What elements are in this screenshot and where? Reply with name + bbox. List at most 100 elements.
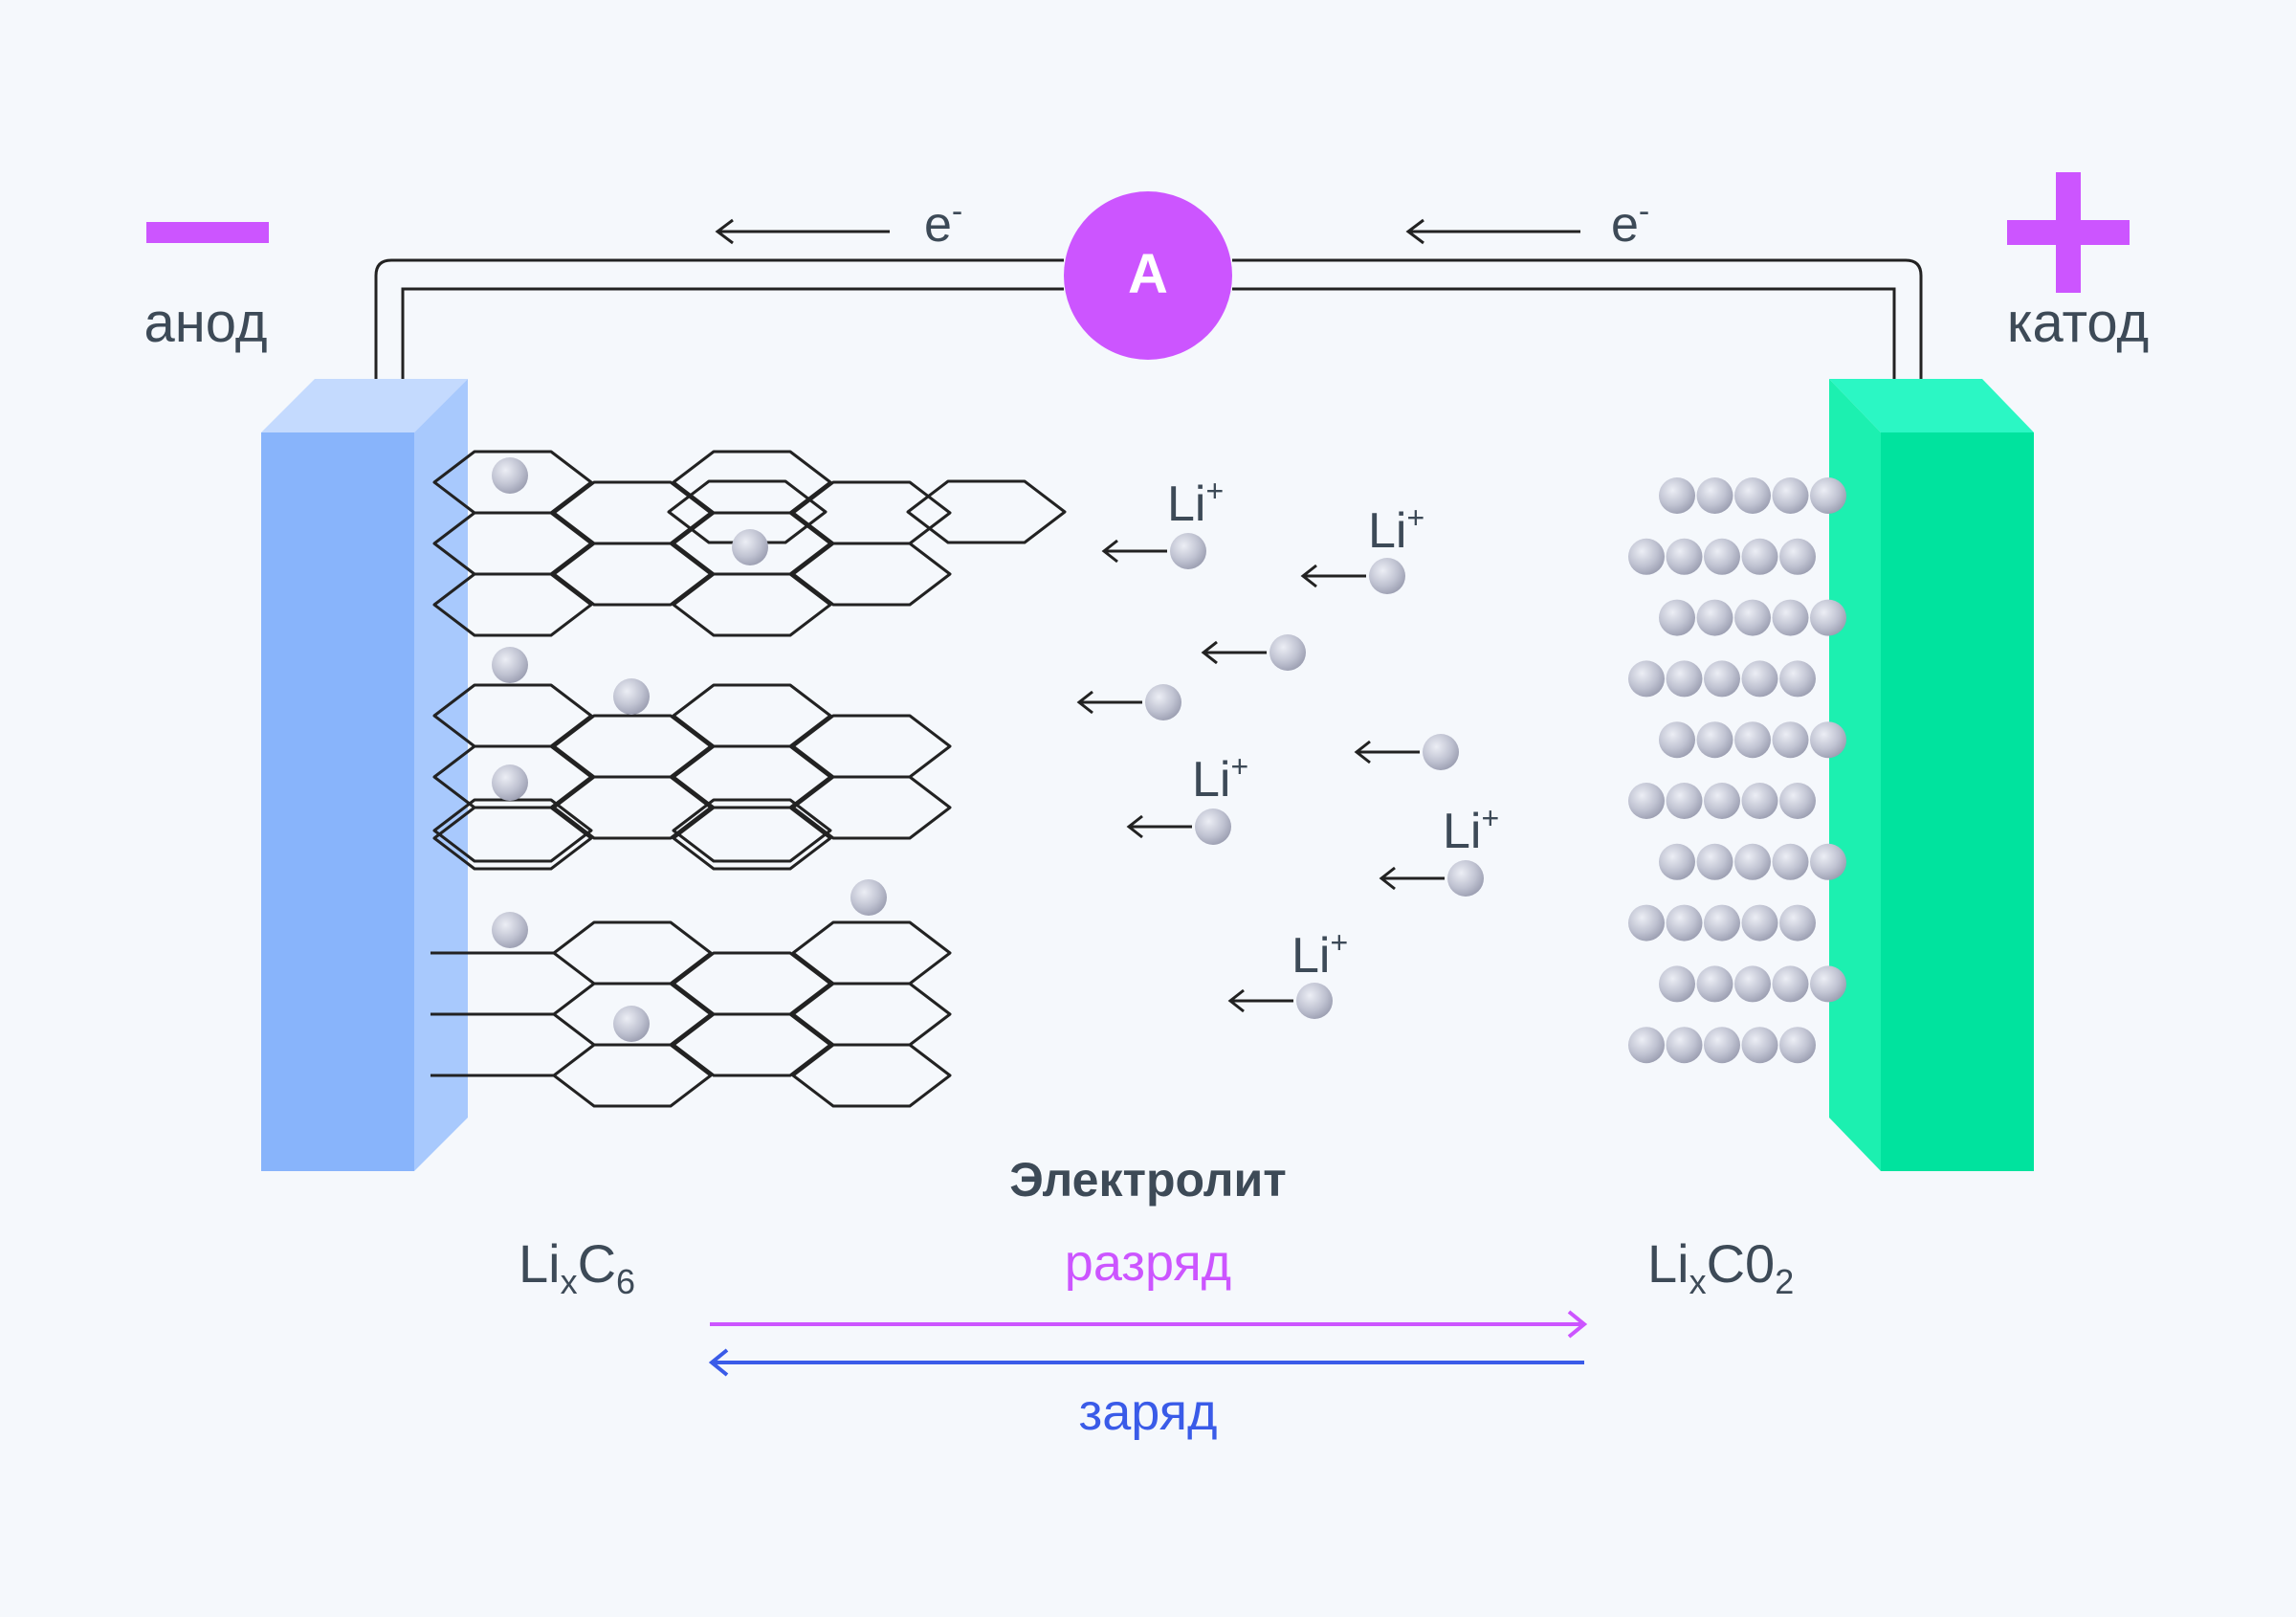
minus-sign (146, 222, 269, 243)
external-circuit (374, 258, 1923, 402)
graphite-hexagon (552, 542, 713, 607)
lithium-ion (1666, 783, 1703, 819)
lithium-ion (1447, 860, 1484, 897)
graphite-hexagon (791, 1043, 952, 1108)
lithium-ion (1369, 558, 1405, 594)
electron-flow-left: e- (715, 193, 962, 253)
lithium-ion (492, 764, 528, 801)
ammeter-label: A (1128, 243, 1168, 305)
lithium-ion (1779, 660, 1816, 698)
lithium-ion (850, 879, 887, 916)
lithium-ion (1628, 904, 1665, 941)
lithium-ion (1704, 660, 1740, 698)
cathode-lithium-layers (1628, 477, 1846, 1064)
graphite-hexagon (432, 572, 593, 637)
lithium-ion (1772, 965, 1809, 1003)
lithium-ion (492, 457, 528, 494)
graphite-hexagon (432, 806, 593, 871)
lithium-ion (1666, 904, 1703, 941)
svg-text:Li+: Li+ (1192, 749, 1248, 808)
lithium-ion (732, 529, 768, 565)
lithium-ion (1810, 599, 1846, 636)
graphite-hexagon (672, 798, 832, 863)
plus-sign (2007, 172, 2130, 293)
lithium-ion (1704, 904, 1740, 941)
lithium-ion (1696, 965, 1733, 1003)
lithium-ion (1195, 808, 1231, 845)
graphite-hexagon (906, 479, 1067, 544)
electron-charge: - (952, 193, 962, 230)
ion-label: Li (1368, 503, 1406, 559)
lithium-ion (492, 647, 528, 683)
lithium-ion (613, 1006, 650, 1042)
lithium-ion (1741, 538, 1778, 575)
cathode-electrode (1829, 379, 2034, 1171)
lithium-ion (1779, 783, 1816, 819)
electron-charge: - (1639, 193, 1649, 230)
cathode-label: катод (2007, 292, 2149, 354)
svg-text:Li+: Li+ (1368, 500, 1424, 559)
svg-text:e-: e- (1611, 193, 1649, 253)
svg-text:Li+: Li+ (1167, 474, 1224, 532)
lithium-ion (1810, 965, 1846, 1003)
discharge-arrow (710, 1310, 1588, 1339)
graphite-hexagon (672, 806, 832, 871)
lithium-ion (1779, 538, 1816, 575)
electron-symbol: e (1611, 197, 1639, 253)
lithium-ion (1628, 783, 1665, 819)
ion-label: Li (1443, 804, 1481, 859)
lithium-ion (1704, 538, 1740, 575)
migrating-ion (1101, 533, 1206, 569)
cathode-formula: LixC02 (1647, 1233, 1794, 1301)
lithium-ion (1145, 684, 1181, 720)
lithium-ion (1810, 721, 1846, 759)
ion-label: Li (1192, 752, 1230, 808)
ion-label: Li (1292, 928, 1330, 984)
lithium-ion (1269, 634, 1306, 671)
ion-labels: Li+ Li+ Li+ Li+ Li+ (1167, 474, 1499, 984)
electron-flow-right: e- (1405, 193, 1649, 253)
lithium-ion (1734, 599, 1771, 636)
lithium-ion (1741, 904, 1778, 941)
lithium-ion (1666, 538, 1703, 575)
lithium-ion (1704, 783, 1740, 819)
lithium-ion (1659, 477, 1695, 514)
lithium-ion (1628, 538, 1665, 575)
lithium-ion (1772, 843, 1809, 880)
lithium-ion (1696, 843, 1733, 880)
discharge-label: разряд (1065, 1234, 1231, 1292)
svg-text:Li+: Li+ (1443, 801, 1499, 859)
migrating-ion (1227, 983, 1333, 1019)
lithium-ion (1170, 533, 1206, 569)
lithium-ion (1734, 721, 1771, 759)
graphite-hexagon (667, 479, 828, 544)
lithium-ion (1741, 1027, 1778, 1064)
graphite-hexagon (552, 1043, 713, 1108)
lithium-ion (1741, 783, 1778, 819)
electron-symbol: e (924, 197, 952, 253)
lithium-ion (1666, 660, 1703, 698)
anode-formula: LixC6 (519, 1233, 635, 1301)
lithium-ion (1810, 843, 1846, 880)
lithium-ion (1628, 660, 1665, 698)
svg-text:Li+: Li+ (1292, 925, 1348, 984)
graphite-hexagon (672, 572, 832, 637)
lithium-ion (1423, 734, 1459, 770)
lithium-ion (1696, 721, 1733, 759)
charge-arrow (708, 1348, 1584, 1377)
lithium-ion (1810, 477, 1846, 514)
lithium-ion (1772, 477, 1809, 514)
anode-electrode (261, 379, 468, 1171)
lithium-ion (1659, 599, 1695, 636)
migrating-lithium-ions (1076, 533, 1484, 1019)
graphite-hexagon (791, 542, 952, 607)
svg-text:e-: e- (924, 193, 962, 253)
lithium-ion (1734, 477, 1771, 514)
lithium-ion (1734, 965, 1771, 1003)
lithium-ion (1741, 660, 1778, 698)
lithium-ion (1696, 599, 1733, 636)
migrating-ion (1076, 684, 1181, 720)
migrating-ion (1379, 860, 1484, 897)
lithium-ion (1659, 843, 1695, 880)
